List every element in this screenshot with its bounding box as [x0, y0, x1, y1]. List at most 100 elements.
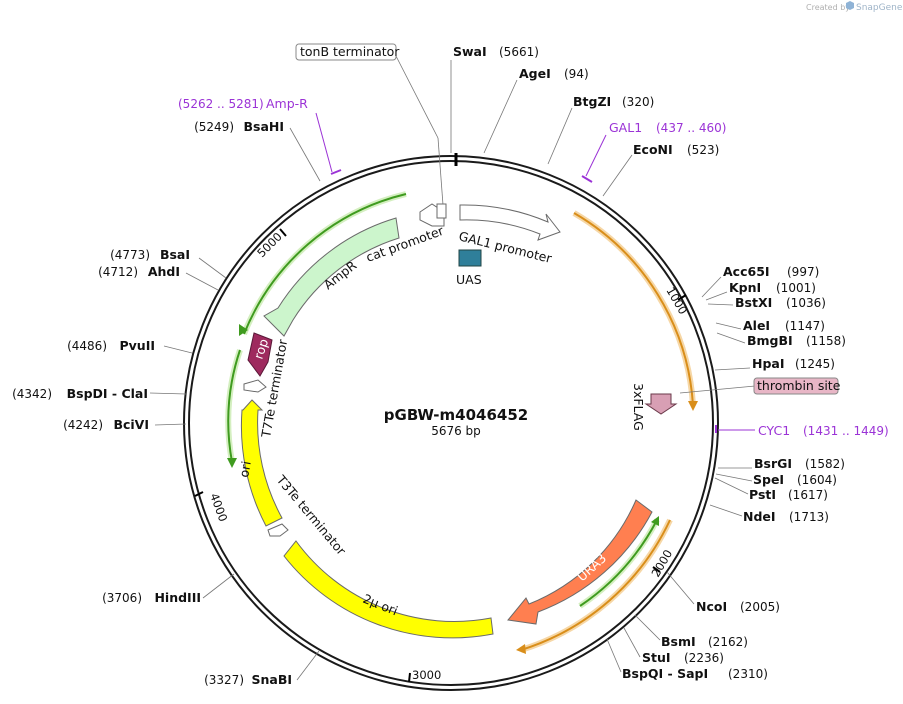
orf-arc-flag	[572, 210, 698, 411]
primer-range-cyc1: (1431 .. 1449)	[803, 424, 889, 438]
tick-mark-5000	[279, 228, 287, 237]
enzyme-pos-econi: (523)	[687, 143, 719, 157]
enzyme-name-spei: SpeI	[753, 472, 784, 487]
tick-mark-2000	[652, 566, 661, 573]
enzyme-name-kpni: KpnI	[729, 280, 761, 295]
ampr-feature-arrow	[263, 217, 400, 337]
enzyme-pos-hindiii: (3706)	[102, 591, 142, 605]
enzyme-name-bsrgi: BsrGI	[754, 456, 792, 471]
t7te-terminator-arrow	[243, 379, 267, 393]
enzyme-pos-pvuii: (4486)	[67, 339, 107, 353]
enzyme-name-agei: AgeI	[519, 66, 551, 81]
enzyme-name-bspdi-clai: BspDI - ClaI	[67, 386, 148, 401]
plasmid-name: pGBW-m4046452	[384, 406, 528, 424]
rop-label: rop	[251, 337, 272, 361]
thrombin-leader	[679, 385, 756, 394]
enzyme-pos-bstxi: (1036)	[786, 296, 826, 310]
primer-name-cyc1: CYC1	[758, 423, 790, 438]
enzyme-name-econi: EcoNI	[633, 142, 673, 157]
uas-label: UAS	[456, 272, 482, 287]
enzyme-name-psti: PstI	[749, 487, 776, 502]
primer-range-gal1: (437 .. 460)	[656, 121, 726, 135]
watermark-created-by: Created by	[806, 3, 850, 12]
orf-arc-ampr	[239, 191, 407, 336]
enzyme-name-bmgbi: BmgBI	[747, 333, 793, 348]
primer-range-amp-r: (5262 .. 5281)	[178, 97, 264, 111]
tonb-leader-2	[437, 137, 444, 206]
enzyme-pos-stui: (2236)	[684, 651, 724, 665]
enzyme-pos-ndei: (1713)	[789, 510, 829, 524]
enzyme-pos-bmgbi: (1158)	[806, 334, 846, 348]
enzyme-name-ncoi: NcoI	[696, 599, 727, 614]
primer-name-amp-r: Amp-R	[266, 96, 308, 111]
enzyme-pos-bsrgi: (1582)	[805, 457, 845, 471]
tonb-terminator-label: tonB terminator	[300, 44, 400, 59]
enzyme-name-bcivi: BciVI	[113, 417, 149, 432]
snapgene-logo-icon	[846, 1, 854, 10]
enzyme-pos-bspqi-sapi: (2310)	[728, 667, 768, 681]
enzyme-pos-psti: (1617)	[788, 488, 828, 502]
t3te-terminator-arrow	[267, 523, 289, 537]
enzyme-pos-bsmi: (2162)	[708, 635, 748, 649]
enzyme-pos-alei: (1147)	[785, 319, 825, 333]
primer-name-gal1: GAL1	[609, 120, 642, 135]
orf-arc-ura3-reverse	[516, 518, 673, 654]
ori-feature-arrow	[240, 399, 283, 527]
enzyme-name-bstxi: BstXI	[735, 295, 772, 310]
primer-mark-amp-r	[330, 169, 342, 175]
enzyme-pos-ahdi: (4712)	[98, 265, 138, 279]
thrombin-site-box	[753, 377, 839, 395]
enzyme-name-snabi: SnaBI	[251, 672, 292, 687]
enzyme-pos-hpai: (1245)	[795, 357, 835, 371]
primer-leader-gal1	[585, 134, 607, 177]
primer-leader-amp-r	[315, 112, 333, 173]
flag-feature-arrow	[644, 393, 678, 415]
backbone-outer-strand	[183, 155, 719, 691]
orf-arc-rop	[225, 349, 243, 468]
enzyme-pos-bspdi-clai: (4342)	[12, 387, 52, 401]
enzyme-pos-ncoi: (2005)	[740, 600, 780, 614]
gal1-promoter-arrow	[459, 204, 561, 241]
plasmid-length: 5676 bp	[431, 424, 481, 438]
enzyme-name-hindiii: HindIII	[154, 590, 201, 605]
enzyme-leader-lines	[149, 60, 753, 681]
flag-label: 3xFLAG	[631, 383, 646, 431]
tick-label-3000: 3000	[412, 668, 441, 682]
tick-mark-3000	[408, 672, 411, 683]
enzyme-pos-swai: (5661)	[499, 45, 539, 59]
tick-label-4000: 4000	[207, 491, 230, 523]
two-micron-ori-feature	[283, 540, 494, 639]
enzyme-name-btgzi: BtgZI	[573, 94, 611, 109]
enzyme-name-bsahi: BsaHI	[243, 119, 284, 134]
tonb-terminator-arrow	[436, 203, 447, 219]
tonb-leader	[395, 55, 439, 139]
enzyme-pos-kpni: (1001)	[776, 281, 816, 295]
enzyme-pos-acc65i: (997)	[787, 265, 819, 279]
rop-feature-arrow	[247, 332, 273, 377]
enzyme-name-acc65i: Acc65I	[723, 264, 770, 279]
enzyme-name-stui: StuI	[642, 650, 671, 665]
orf-arc-ura3	[578, 516, 660, 609]
enzyme-name-bsmi: BsmI	[661, 634, 696, 649]
uas-feature-box	[458, 249, 482, 267]
enzyme-pos-bcivi: (4242)	[63, 418, 103, 432]
ura3-feature-arrow	[507, 499, 653, 625]
thrombin-site-label: thrombin site	[757, 378, 841, 393]
enzyme-name-bsai: BsaI	[160, 247, 190, 262]
tonb-terminator-box	[295, 43, 397, 61]
watermark-brand: SnapGene	[856, 3, 903, 13]
enzyme-pos-bsai: (4773)	[110, 248, 150, 262]
enzyme-name-ahdi: AhdI	[148, 264, 180, 279]
enzyme-pos-bsahi: (5249)	[194, 120, 234, 134]
enzyme-pos-btgzi: (320)	[622, 95, 654, 109]
enzyme-name-hpai: HpaI	[752, 356, 785, 371]
ori-label: ori	[236, 460, 254, 479]
enzyme-name-alei: AleI	[743, 318, 770, 333]
tick-mark-1000	[677, 294, 687, 301]
enzyme-pos-snabi: (3327)	[204, 673, 244, 687]
enzyme-pos-agei: (94)	[564, 67, 589, 81]
backbone-inner-strand	[188, 160, 714, 686]
enzyme-name-ndei: NdeI	[743, 509, 776, 524]
enzyme-name-swai: SwaI	[453, 44, 487, 59]
